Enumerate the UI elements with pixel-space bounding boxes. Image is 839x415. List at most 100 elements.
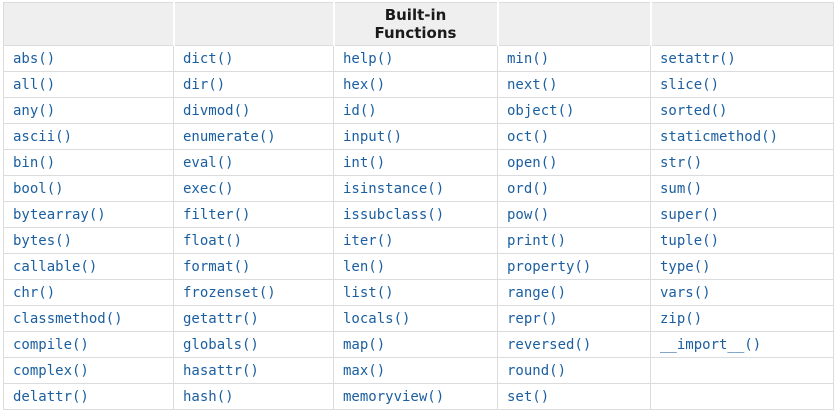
function-link[interactable]: __import__() bbox=[660, 336, 762, 353]
function-link[interactable]: len() bbox=[343, 258, 386, 275]
function-link[interactable]: input() bbox=[343, 128, 403, 145]
function-link[interactable]: hex() bbox=[343, 76, 386, 93]
table-cell: ord() bbox=[497, 175, 651, 202]
function-link[interactable]: bin() bbox=[13, 154, 56, 171]
function-link[interactable]: bytearray() bbox=[13, 206, 106, 223]
function-link[interactable]: complex() bbox=[13, 362, 89, 379]
table-cell: any() bbox=[3, 97, 174, 124]
function-link[interactable]: int() bbox=[343, 154, 386, 171]
header-cell-empty-1 bbox=[3, 2, 175, 46]
function-link[interactable]: range() bbox=[507, 284, 567, 301]
function-link[interactable]: id() bbox=[343, 102, 377, 119]
function-link[interactable]: slice() bbox=[660, 76, 720, 93]
table-cell: classmethod() bbox=[3, 305, 174, 332]
table-cell bbox=[650, 383, 834, 410]
function-link[interactable]: bool() bbox=[13, 180, 64, 197]
function-link[interactable]: setattr() bbox=[660, 50, 736, 67]
function-link[interactable]: format() bbox=[183, 258, 251, 275]
function-link[interactable]: staticmethod() bbox=[660, 128, 779, 145]
table-cell: property() bbox=[497, 253, 651, 280]
function-link[interactable]: iter() bbox=[343, 232, 394, 249]
function-link[interactable]: ascii() bbox=[13, 128, 73, 145]
function-link[interactable]: vars() bbox=[660, 284, 711, 301]
table-cell: hex() bbox=[333, 71, 498, 98]
function-link[interactable]: globals() bbox=[183, 336, 259, 353]
function-link[interactable]: str() bbox=[660, 154, 703, 171]
table-cell: compile() bbox=[3, 331, 174, 358]
function-link[interactable]: abs() bbox=[13, 50, 56, 67]
function-link[interactable]: dir() bbox=[183, 76, 226, 93]
table-cell: chr() bbox=[3, 279, 174, 306]
function-link[interactable]: sum() bbox=[660, 180, 703, 197]
function-link[interactable]: sorted() bbox=[660, 102, 728, 119]
function-link[interactable]: eval() bbox=[183, 154, 234, 171]
function-link[interactable]: dict() bbox=[183, 50, 234, 67]
function-link[interactable]: hasattr() bbox=[183, 362, 259, 379]
table-row: compile() globals() map() reversed() __impor… bbox=[3, 331, 834, 358]
table-cell: bool() bbox=[3, 175, 174, 202]
function-link[interactable]: getattr() bbox=[183, 310, 259, 327]
table-body: abs() dict() help() min() setattr() all() dir(… bbox=[3, 45, 834, 410]
function-link[interactable]: min() bbox=[507, 50, 550, 67]
table-cell: locals() bbox=[333, 305, 498, 332]
table-cell: dict() bbox=[173, 45, 334, 72]
table-cell: oct() bbox=[497, 123, 651, 150]
function-link[interactable]: isinstance() bbox=[343, 180, 445, 197]
function-link[interactable]: bytes() bbox=[13, 232, 73, 249]
function-link[interactable]: frozenset() bbox=[183, 284, 276, 301]
table-cell: range() bbox=[497, 279, 651, 306]
table-cell: min() bbox=[497, 45, 651, 72]
table-cell: delattr() bbox=[3, 383, 174, 410]
table-cell: pow() bbox=[497, 201, 651, 228]
function-link[interactable]: delattr() bbox=[13, 388, 89, 405]
function-link[interactable]: classmethod() bbox=[13, 310, 123, 327]
function-link[interactable]: open() bbox=[507, 154, 558, 171]
function-link[interactable]: ord() bbox=[507, 180, 550, 197]
table-cell: help() bbox=[333, 45, 498, 72]
function-link[interactable]: max() bbox=[343, 362, 386, 379]
function-link[interactable]: hash() bbox=[183, 388, 234, 405]
function-link[interactable]: locals() bbox=[343, 310, 411, 327]
function-link[interactable]: filter() bbox=[183, 206, 251, 223]
table-row: callable() format() len() property() type() bbox=[3, 253, 834, 280]
function-link[interactable]: exec() bbox=[183, 180, 234, 197]
table-cell: __import__() bbox=[650, 331, 834, 358]
function-link[interactable]: callable() bbox=[13, 258, 98, 275]
function-link[interactable]: float() bbox=[183, 232, 243, 249]
table-cell: getattr() bbox=[173, 305, 334, 332]
function-link[interactable]: help() bbox=[343, 50, 394, 67]
table-row: bytearray() filter() issubclass() pow() supe… bbox=[3, 201, 834, 228]
function-link[interactable]: zip() bbox=[660, 310, 703, 327]
function-link[interactable]: tuple() bbox=[660, 232, 720, 249]
table-cell: sum() bbox=[650, 175, 834, 202]
function-link[interactable]: issubclass() bbox=[343, 206, 445, 223]
table-cell: callable() bbox=[3, 253, 174, 280]
function-link[interactable]: set() bbox=[507, 388, 550, 405]
function-link[interactable]: property() bbox=[507, 258, 592, 275]
function-link[interactable]: reversed() bbox=[507, 336, 592, 353]
function-link[interactable]: map() bbox=[343, 336, 386, 353]
function-link[interactable]: super() bbox=[660, 206, 720, 223]
function-link[interactable]: oct() bbox=[507, 128, 550, 145]
function-link[interactable]: object() bbox=[507, 102, 575, 119]
function-link[interactable]: all() bbox=[13, 76, 56, 93]
function-link[interactable]: next() bbox=[507, 76, 558, 93]
function-link[interactable]: round() bbox=[507, 362, 567, 379]
function-link[interactable]: compile() bbox=[13, 336, 89, 353]
function-link[interactable]: list() bbox=[343, 284, 394, 301]
function-link[interactable]: repr() bbox=[507, 310, 558, 327]
function-link[interactable]: enumerate() bbox=[183, 128, 276, 145]
function-link[interactable]: memoryview() bbox=[343, 388, 445, 405]
function-link[interactable]: print() bbox=[507, 232, 567, 249]
table-cell: filter() bbox=[173, 201, 334, 228]
table-row: classmethod() getattr() locals() repr() zip(… bbox=[3, 305, 834, 332]
function-link[interactable]: divmod() bbox=[183, 102, 251, 119]
function-link[interactable]: chr() bbox=[13, 284, 56, 301]
function-link[interactable]: any() bbox=[13, 102, 56, 119]
function-link[interactable]: type() bbox=[660, 258, 711, 275]
table-cell: bin() bbox=[3, 149, 174, 176]
table-cell: frozenset() bbox=[173, 279, 334, 306]
table-cell: next() bbox=[497, 71, 651, 98]
function-link[interactable]: pow() bbox=[507, 206, 550, 223]
table-cell: zip() bbox=[650, 305, 834, 332]
